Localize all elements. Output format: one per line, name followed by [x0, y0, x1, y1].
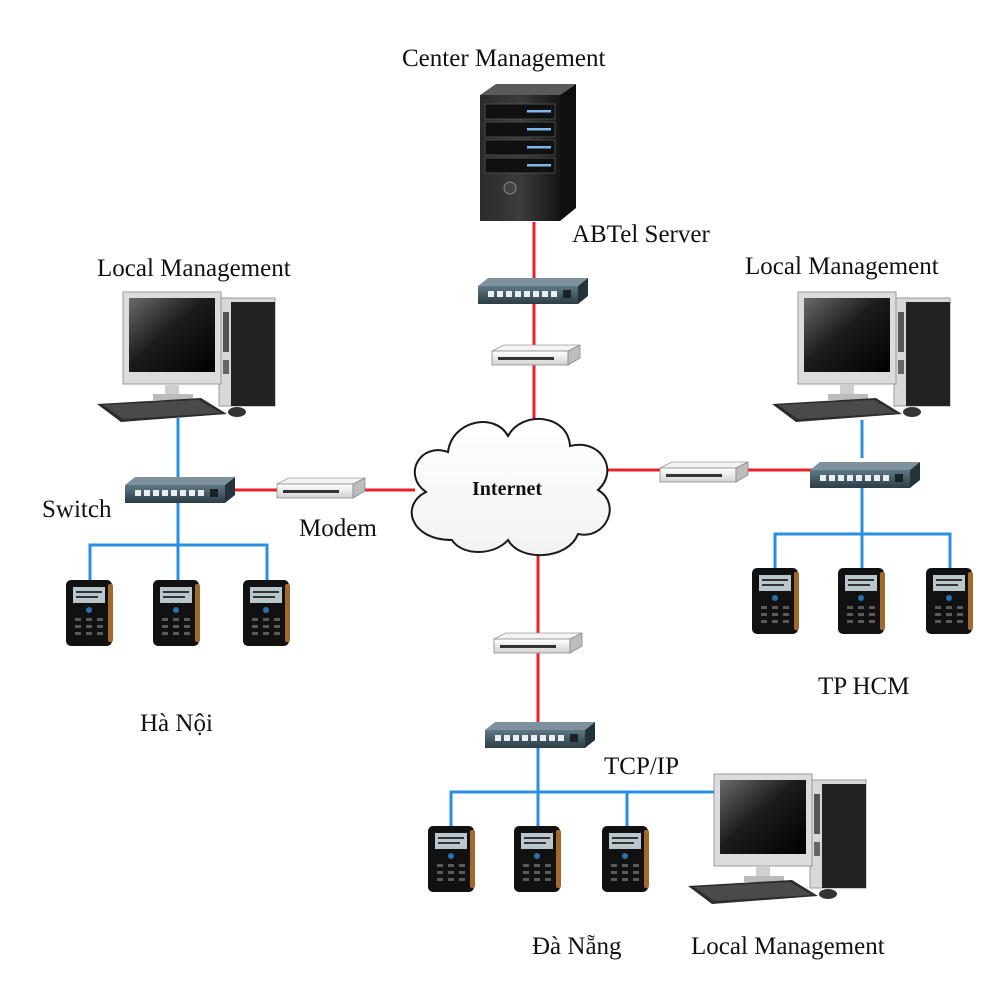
access-control-terminal-icon [926, 568, 973, 634]
local-management-hanoi-label: Local Management [97, 255, 291, 282]
access-control-terminal-icon [602, 826, 649, 892]
hcm-label: TP HCM [818, 673, 910, 700]
network-switch-icon [478, 278, 588, 304]
access-control-terminal-icon [153, 580, 200, 646]
modem-icon [659, 461, 749, 483]
modem-label: Modem [299, 515, 377, 542]
hanoi-label: Hà Nội [140, 710, 213, 737]
access-control-terminal-icon [66, 580, 113, 646]
modem-icon [276, 477, 366, 499]
access-control-terminal-icon [838, 568, 885, 634]
desktop-computer-icon [771, 291, 951, 423]
access-control-terminal-icon [428, 826, 475, 892]
access-control-terminal-icon [514, 826, 561, 892]
server-tower-icon [480, 84, 576, 221]
modem-icon [493, 632, 583, 654]
modem-icon [491, 344, 581, 366]
tcpip-label: TCP/IP [604, 753, 680, 780]
local-management-hcm-label: Local Management [745, 253, 939, 280]
abtel-server-label: ABTel Server [572, 221, 710, 248]
internet-cloud-icon [410, 417, 611, 557]
internet-label: Internet [472, 478, 542, 500]
lan-links [88, 418, 952, 826]
danang-label: Đà Nẵng [532, 933, 622, 960]
network-switch-icon [125, 477, 235, 503]
center-management-label: Center Management [402, 45, 606, 72]
network-switch-icon [485, 722, 595, 748]
access-control-terminal-icon [752, 568, 799, 634]
desktop-computer-icon [687, 773, 867, 905]
local-management-danang-label: Local Management [691, 933, 885, 960]
switch-label: Switch [42, 496, 112, 523]
network-switch-icon [810, 462, 920, 488]
access-control-terminal-icon [243, 580, 290, 646]
desktop-computer-icon [96, 291, 276, 423]
